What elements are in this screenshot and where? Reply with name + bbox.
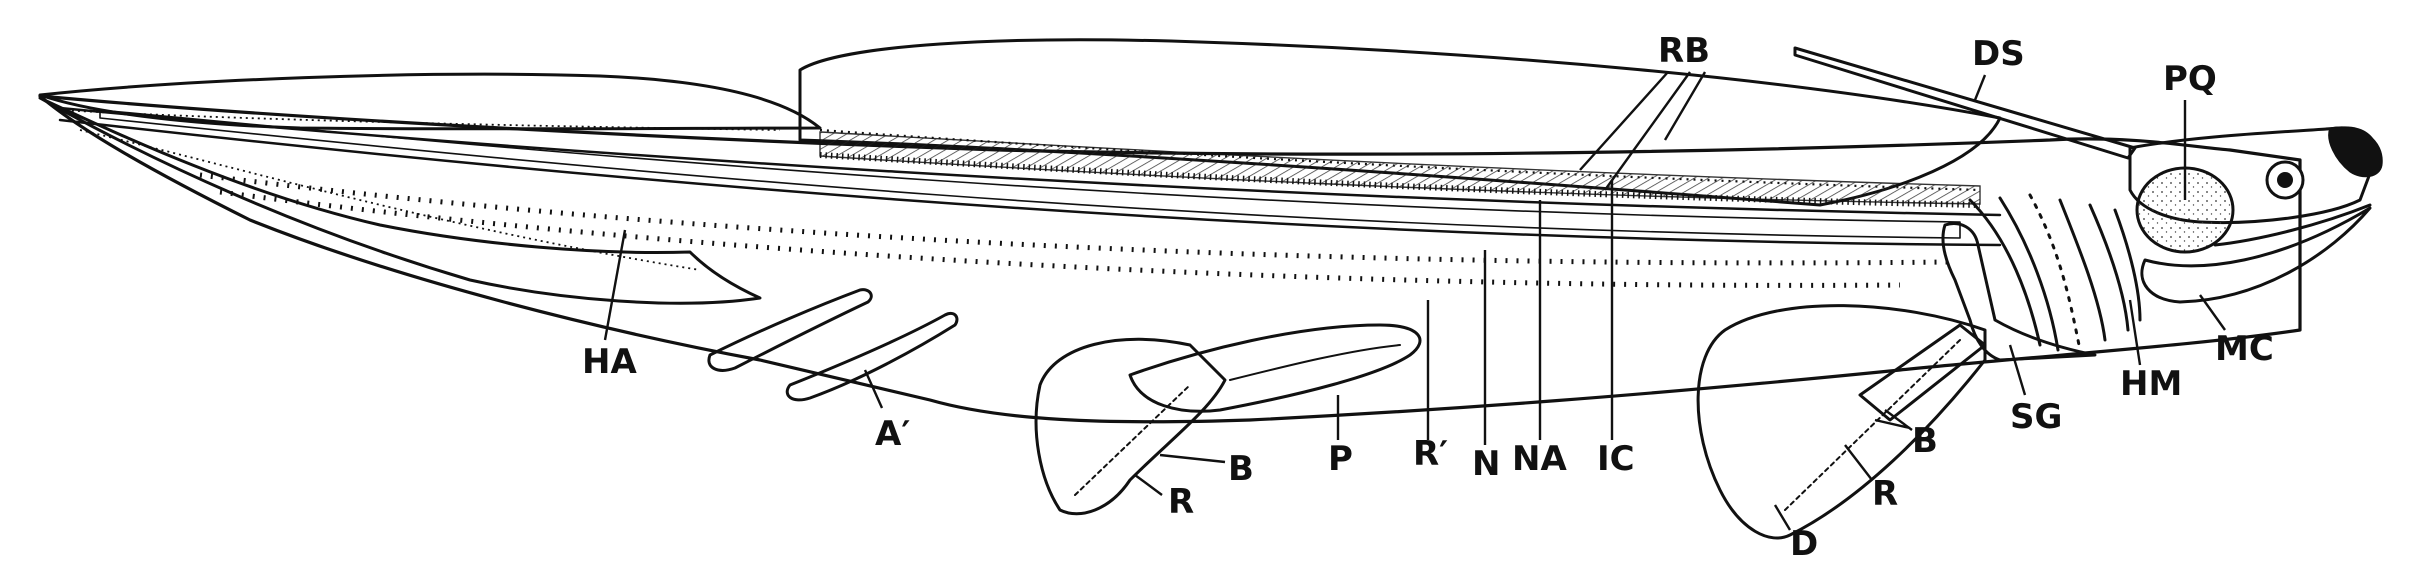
label-rb: RB [1579, 31, 1710, 191]
svg-text:A′: A′ [875, 414, 910, 454]
svg-text:SG: SG [2010, 397, 2062, 437]
label-hm: HM [2120, 299, 2182, 404]
anal-fins [707, 288, 959, 402]
label-ha: HA [582, 229, 637, 382]
svg-text:DS: DS [1972, 34, 2025, 74]
vertebral-column [58, 106, 2002, 247]
label-r-pelvic: R [1134, 474, 1194, 522]
head [1968, 126, 2383, 352]
dorsal-spine [1793, 46, 2137, 160]
label-r-prime: R′ [1413, 300, 1448, 474]
svg-text:PQ: PQ [2163, 59, 2217, 99]
snout [2328, 126, 2383, 178]
svg-text:HM: HM [2120, 364, 2182, 404]
svg-text:MC: MC [2215, 329, 2274, 369]
label-pq: PQ [2163, 59, 2217, 200]
label-a-prime: A′ [863, 369, 910, 454]
labels: RB DS PQ HA A′ B R P [582, 31, 2274, 564]
label-n: N [1472, 250, 1500, 484]
svg-text:RB: RB [1658, 31, 1710, 71]
dorsal-radials [819, 128, 1981, 208]
pectoral-fin [1696, 304, 1987, 540]
label-b-pelvic: B [1159, 449, 1254, 489]
svg-text:P: P [1328, 439, 1353, 479]
svg-text:NA: NA [1512, 439, 1567, 479]
svg-text:HA: HA [582, 342, 637, 382]
svg-text:R: R [1872, 474, 1898, 514]
label-na: NA [1512, 200, 1567, 479]
label-p: P [1328, 395, 1353, 479]
label-mc: MC [2199, 294, 2274, 369]
label-sg: SG [2008, 344, 2062, 437]
svg-text:IC: IC [1597, 439, 1635, 479]
svg-text:R: R [1168, 482, 1194, 522]
pelvic-fin [1034, 323, 1422, 516]
svg-text:R′: R′ [1413, 434, 1448, 474]
caudal-radials [59, 109, 781, 271]
svg-text:D: D [1790, 524, 1818, 564]
eye-pupil [2277, 172, 2293, 188]
haemal-spines [199, 172, 1951, 288]
label-b-pectoral: B [1874, 409, 1938, 461]
label-r-pectoral: R [1844, 444, 1898, 514]
svg-text:B: B [1912, 421, 1938, 461]
label-ic: IC [1597, 180, 1635, 479]
svg-text:B: B [1228, 449, 1254, 489]
label-d: D [1773, 504, 1818, 564]
shoulder-girdle [1941, 222, 2097, 362]
label-ds: DS [1972, 34, 2025, 101]
svg-text:N: N [1472, 444, 1500, 484]
